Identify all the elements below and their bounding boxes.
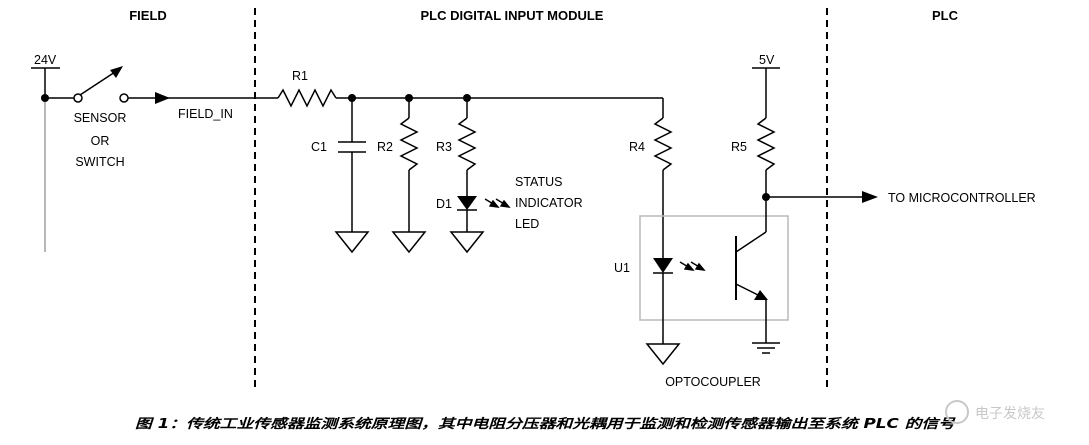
- status-label-line1: STATUS: [515, 175, 562, 189]
- r4-label: R4: [629, 140, 645, 154]
- u1-label: U1: [614, 261, 630, 275]
- ground-earth-icon: [752, 342, 780, 354]
- r1-label: R1: [292, 69, 308, 83]
- sensor-label-line2: OR: [91, 134, 110, 148]
- to-microcontroller-label: TO MICROCONTROLLER: [888, 191, 1036, 205]
- supply-5v-label: 5V: [759, 53, 775, 67]
- ground-c1-icon: [334, 231, 370, 254]
- sensor-label-line1: SENSOR: [74, 111, 127, 125]
- optocoupler-emission-arrows-icon: [679, 261, 706, 271]
- led-d1-icon: [457, 196, 477, 210]
- phototransistor-emitter-arrow-icon: [754, 290, 768, 300]
- watermark-logo-icon: [945, 400, 969, 424]
- watermark-text: 电子发烧友: [975, 406, 1045, 422]
- resistor-r1: [277, 88, 337, 108]
- optocoupler-u1-box: [639, 215, 789, 321]
- r3-label: R3: [436, 140, 452, 154]
- watermark-logo: 电子发烧友: [945, 400, 1045, 424]
- switch-lever: [79, 71, 116, 96]
- resistor-r2: [399, 117, 419, 171]
- switch-contact-right: [119, 93, 129, 103]
- resistor-r5: [756, 117, 776, 171]
- switch-lever-arrow-icon: [110, 66, 123, 78]
- status-label-line3: LED: [515, 217, 539, 231]
- optocoupler-led-icon: [653, 258, 673, 273]
- c1-label: C1: [311, 140, 327, 154]
- r5-label: R5: [731, 140, 747, 154]
- ground-d1-icon: [449, 231, 485, 254]
- status-label-line2: INDICATOR: [515, 196, 583, 210]
- r2-label: R2: [377, 140, 393, 154]
- switch-contact-left: [73, 93, 83, 103]
- d1-label: D1: [436, 197, 452, 211]
- field-in-label: FIELD_IN: [178, 107, 233, 121]
- section-plc-label: PLC: [932, 8, 959, 23]
- resistor-r4: [653, 117, 673, 171]
- optocoupler-label: OPTOCOUPLER: [665, 375, 761, 389]
- section-module-label: PLC DIGITAL INPUT MODULE: [421, 8, 604, 23]
- phototransistor-collector: [735, 231, 767, 253]
- resistor-r3: [457, 117, 477, 171]
- section-field-label: FIELD: [129, 8, 167, 23]
- output-arrow-icon: [862, 191, 878, 203]
- ground-u1-icon: [645, 343, 681, 366]
- figure-caption: 图 1：传统工业传感器监测系统原理图，其中电阻分压器和光耦用于监测和检测传感器输…: [135, 416, 956, 432]
- sensor-label-line3: SWITCH: [75, 155, 124, 169]
- led-d1-emission-arrows-icon: [484, 198, 511, 208]
- ground-r2-icon: [391, 231, 427, 254]
- field-in-arrow-icon: [155, 92, 170, 104]
- phototransistor-emitter: [735, 283, 761, 297]
- supply-24v-label: 24V: [34, 53, 57, 67]
